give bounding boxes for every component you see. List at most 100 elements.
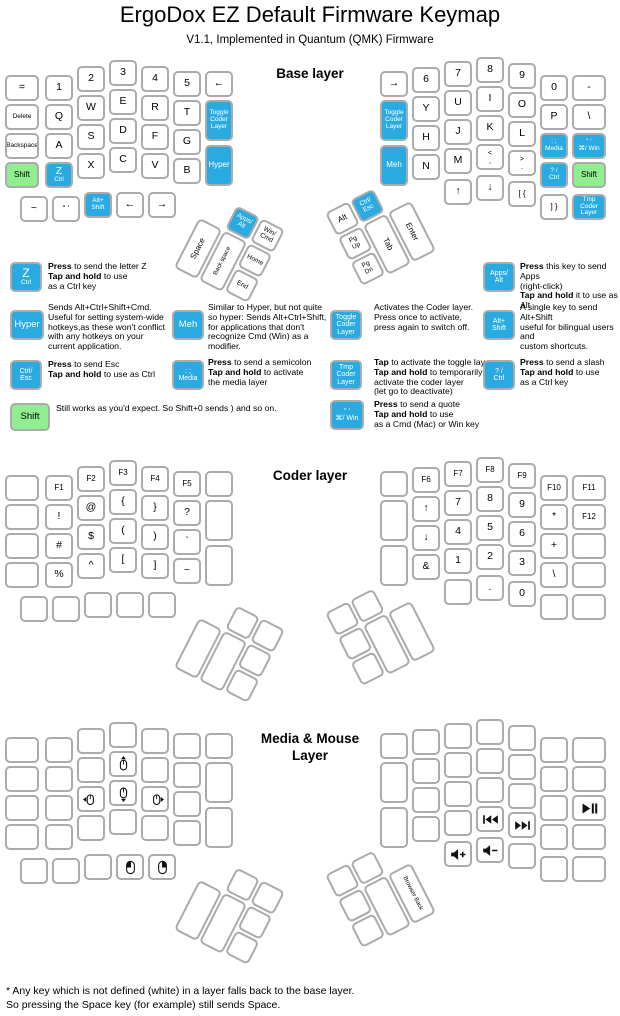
page-title: ErgoDox EZ Default Firmware Keymap xyxy=(119,2,501,27)
key-o: O xyxy=(508,92,536,118)
key-m: M xyxy=(444,148,472,174)
key-blank xyxy=(5,533,39,559)
key-q: Q xyxy=(45,104,73,130)
play-pause-icon xyxy=(581,800,598,817)
key-comma: <, xyxy=(476,144,504,170)
legend-text: Tap to activate the toggle layer.Tap and… xyxy=(374,357,495,397)
key-quote-cmd-win: “ ‘⌘/ Win xyxy=(330,400,364,430)
key-i: I xyxy=(476,86,504,112)
key-2: 2 xyxy=(476,544,504,570)
key-f11: F11 xyxy=(572,475,606,501)
key-blank xyxy=(572,737,606,763)
key-blank xyxy=(205,733,233,759)
key-meh: Meh xyxy=(172,310,204,340)
key-4: 4 xyxy=(444,519,472,545)
key-backslash: \ xyxy=(540,562,568,588)
key-w: W xyxy=(77,95,105,121)
key-delete: Delete xyxy=(5,104,39,130)
key-hash: # xyxy=(45,533,73,559)
key-semicolon-media: : ;Media xyxy=(172,360,204,390)
key-blank xyxy=(5,766,39,792)
key-blank xyxy=(141,815,169,841)
key-blank xyxy=(109,722,137,748)
key-blank xyxy=(540,824,568,850)
key-blank xyxy=(173,820,201,846)
key-shift: Shift xyxy=(10,403,50,431)
key-right-brace: } xyxy=(141,495,169,521)
key-blank xyxy=(540,766,568,792)
key-s: S xyxy=(77,124,105,150)
key-blank xyxy=(148,592,176,618)
key-t: T xyxy=(173,100,201,126)
key-mouse-right-click xyxy=(148,854,176,880)
key-left-bracket: [ { xyxy=(508,181,536,207)
key-hyper: Hyper xyxy=(10,310,44,340)
key-blank xyxy=(412,729,440,755)
key-volume-down xyxy=(476,837,504,863)
key-blank xyxy=(572,594,606,620)
key-tilde: ~ xyxy=(20,196,48,222)
key-1: 1 xyxy=(444,548,472,574)
key-blank xyxy=(412,816,440,842)
key-f4: F4 xyxy=(141,466,169,492)
key-f1: F1 xyxy=(45,475,73,501)
key-blank xyxy=(45,737,73,763)
key-f2: F2 xyxy=(77,466,105,492)
key-blank xyxy=(380,545,408,586)
key-blank xyxy=(508,783,536,809)
layer-title-coder-layer: Coder layer xyxy=(272,468,348,483)
key-apps-alt: Apps/Alt xyxy=(483,262,515,292)
key-mouse-right xyxy=(141,786,169,812)
key-blank xyxy=(476,748,504,774)
key-minus: - xyxy=(572,75,606,101)
key-blank xyxy=(380,471,408,497)
key-blank xyxy=(444,810,472,836)
key-blank xyxy=(205,500,233,541)
key-shift: Shift xyxy=(572,162,606,188)
key-slash-ctrl: ? /Ctrl xyxy=(483,360,515,390)
page-subtitle: V1.1, Implemented in Quantum (QMK) Firmw… xyxy=(186,34,434,46)
key-blank xyxy=(5,795,39,821)
key-blank xyxy=(5,562,39,588)
key-right-paren: ) xyxy=(141,524,169,550)
key-blank xyxy=(20,596,48,622)
key-semicolon-media: : ;Media xyxy=(540,133,568,159)
legend-text: Still works as you'd expect. So Shift+0 … xyxy=(56,403,277,413)
key-7: 7 xyxy=(444,490,472,516)
key-backslash: \ xyxy=(572,104,606,130)
key-ampersand: & xyxy=(412,554,440,580)
key-blank xyxy=(380,500,408,541)
key-blank xyxy=(444,752,472,778)
key-caret: ^ xyxy=(77,553,105,579)
key-blank xyxy=(84,592,112,618)
key-e: E xyxy=(109,89,137,115)
key-3: 3 xyxy=(109,60,137,86)
key-hyper: Hyper xyxy=(205,145,233,186)
prev-track-icon xyxy=(482,811,499,828)
key-blank xyxy=(444,723,472,749)
key-g: G xyxy=(173,129,201,155)
key-7: 7 xyxy=(444,61,472,87)
key-1: 1 xyxy=(45,75,73,101)
key-blank xyxy=(205,471,233,497)
key-question: ? xyxy=(173,500,201,526)
footnote-line-1: * Any key which is not defined (white) i… xyxy=(6,985,355,997)
key-left-bracket: [ xyxy=(109,547,137,573)
key-ctrl-esc: Ctrl/Esc xyxy=(10,360,42,390)
legend-text: Activates the Coder layer.Press once to … xyxy=(374,302,473,332)
key-left-brace: { xyxy=(109,489,137,515)
key-5: 5 xyxy=(173,71,201,97)
key-blank xyxy=(84,854,112,880)
next-track-icon xyxy=(514,817,531,834)
key-period: >. xyxy=(508,150,536,176)
key-blank xyxy=(5,737,39,763)
key-asterisk: * xyxy=(540,504,568,530)
key-blank xyxy=(173,762,201,788)
key-down-arrow: ↓ xyxy=(412,525,440,551)
key-blank xyxy=(508,843,536,869)
